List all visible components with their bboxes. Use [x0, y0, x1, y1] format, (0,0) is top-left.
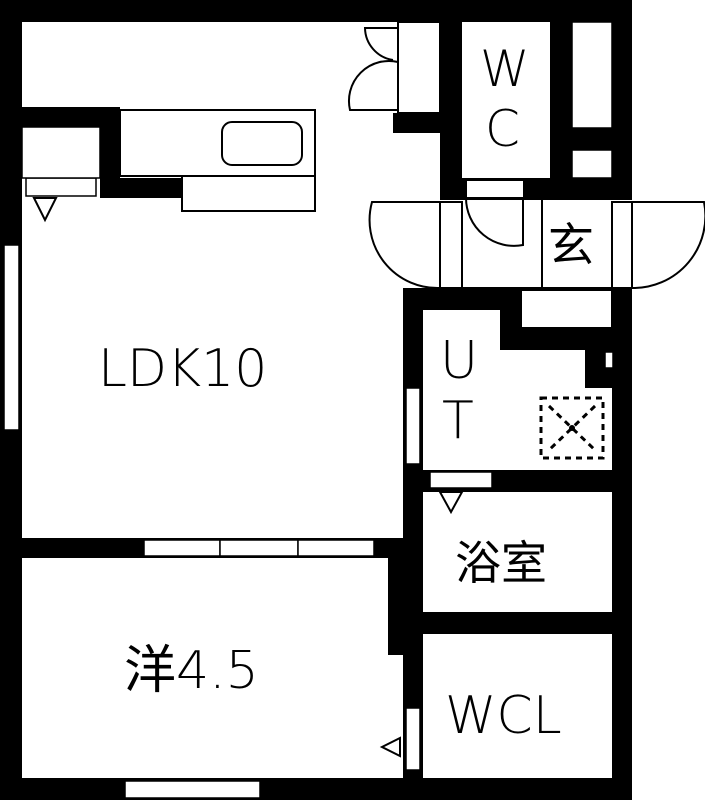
wc-door — [465, 179, 525, 247]
sliding-doors — [143, 539, 375, 557]
room-label-wcl: WCL — [445, 686, 562, 746]
closet-door — [347, 21, 441, 114]
room-label-ut-u: U — [440, 331, 479, 391]
room-label-entrance: 玄 — [548, 218, 594, 272]
room-label-wc-w: W — [480, 40, 530, 98]
room-label-bath: 浴室 — [455, 536, 547, 590]
walls — [0, 0, 632, 800]
washer-pan — [539, 396, 605, 460]
room-label-western: 洋4.5 — [124, 641, 259, 701]
storage — [571, 21, 613, 179]
room-label-ldk: LDK10 — [98, 339, 268, 399]
fridge-space — [21, 126, 101, 179]
washer-drain — [569, 425, 575, 431]
room-label-wc-c: C — [485, 100, 520, 158]
kitchen-counter — [119, 109, 316, 212]
room-label-ut-t: T — [442, 391, 474, 451]
entrance-doors — [368, 200, 705, 329]
door-triangles — [32, 197, 464, 758]
